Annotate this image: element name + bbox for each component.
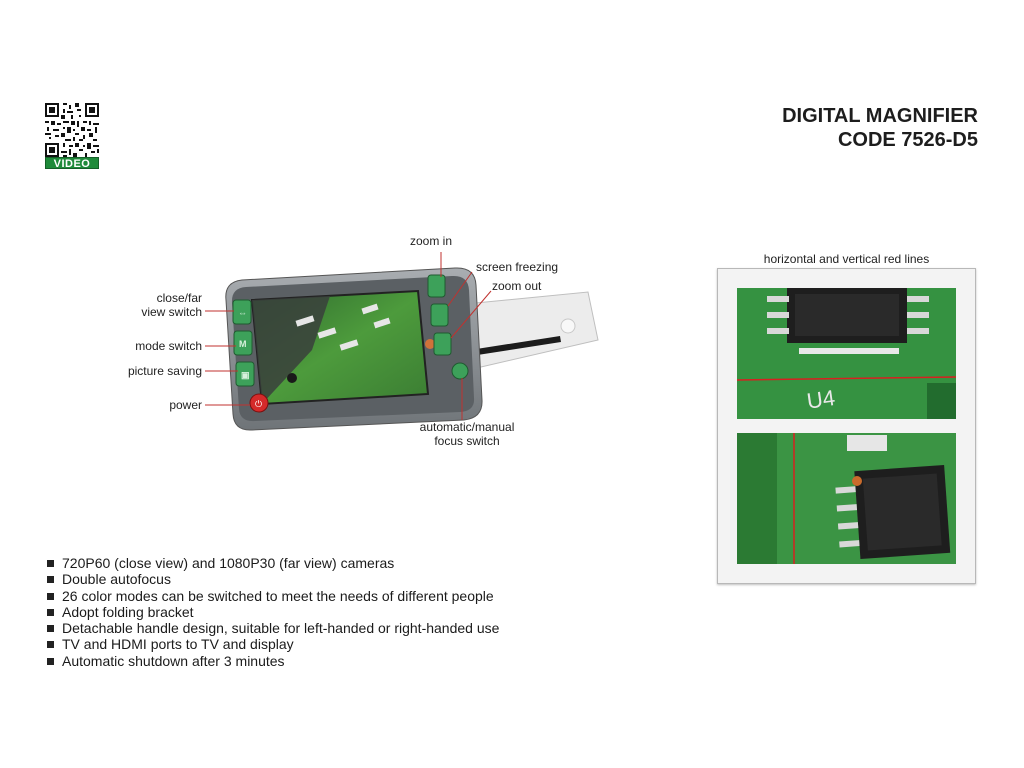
title-product-name: DIGITAL MAGNIFIER xyxy=(782,105,978,127)
callout-focus-switch: automatic/manual focus switch xyxy=(412,420,522,448)
callout-close-far-line2: view switch xyxy=(141,305,202,319)
chip-label-u4: U4 xyxy=(805,385,836,414)
callout-screen-freezing: screen freezing xyxy=(476,260,559,274)
svg-text:⏻: ⏻ xyxy=(255,399,262,409)
callout-zoom-out: zoom out xyxy=(492,279,542,293)
feature-item: Adopt folding bracket xyxy=(45,604,499,620)
title-product-code: CODE 7526-D5 xyxy=(837,129,978,151)
feature-item: Double autofocus xyxy=(45,571,499,587)
callout-picture-saving: picture saving xyxy=(127,364,202,378)
product-title: DIGITAL MAGNIFIER CODE 7526-D5 xyxy=(782,104,978,152)
callout-power: power xyxy=(169,398,202,412)
svg-text:⇔: ⇔ xyxy=(238,308,247,318)
callout-close-far-view-switch: close/far view switch xyxy=(120,291,202,319)
qr-video-badge[interactable]: VIDEO xyxy=(45,103,99,170)
feature-item: Automatic shutdown after 3 minutes xyxy=(45,653,499,669)
svg-text:M: M xyxy=(239,339,247,349)
feature-item: Detachable handle design, suitable for l… xyxy=(45,620,499,636)
pcb-sample-horizontal-line: U4 xyxy=(737,288,956,419)
sample-images-panel: U4 xyxy=(717,268,976,584)
qr-code-icon xyxy=(45,103,99,157)
video-label: VIDEO xyxy=(45,157,99,170)
feature-item: TV and HDMI ports to TV and display xyxy=(45,636,499,652)
folding-bracket xyxy=(454,291,599,371)
feature-item: 26 color modes can be switched to meet t… xyxy=(45,588,499,604)
sample-caption: horizontal and vertical red lines xyxy=(763,252,930,266)
callout-mode-switch: mode switch xyxy=(135,339,202,353)
callout-zoom-in: zoom in xyxy=(410,234,453,248)
pcb-sample-vertical-line xyxy=(737,433,956,564)
callout-focus-line1: automatic/manual xyxy=(419,420,515,434)
device-body: ⇔ M ▣ ⏻ xyxy=(225,267,483,431)
feature-list: 720P60 (close view) and 1080P30 (far vie… xyxy=(45,555,499,669)
callout-close-far-line1: close/far xyxy=(156,291,202,305)
feature-item: 720P60 (close view) and 1080P30 (far vie… xyxy=(45,555,499,571)
svg-text:▣: ▣ xyxy=(241,370,250,380)
callout-focus-line2: focus switch xyxy=(434,434,500,448)
